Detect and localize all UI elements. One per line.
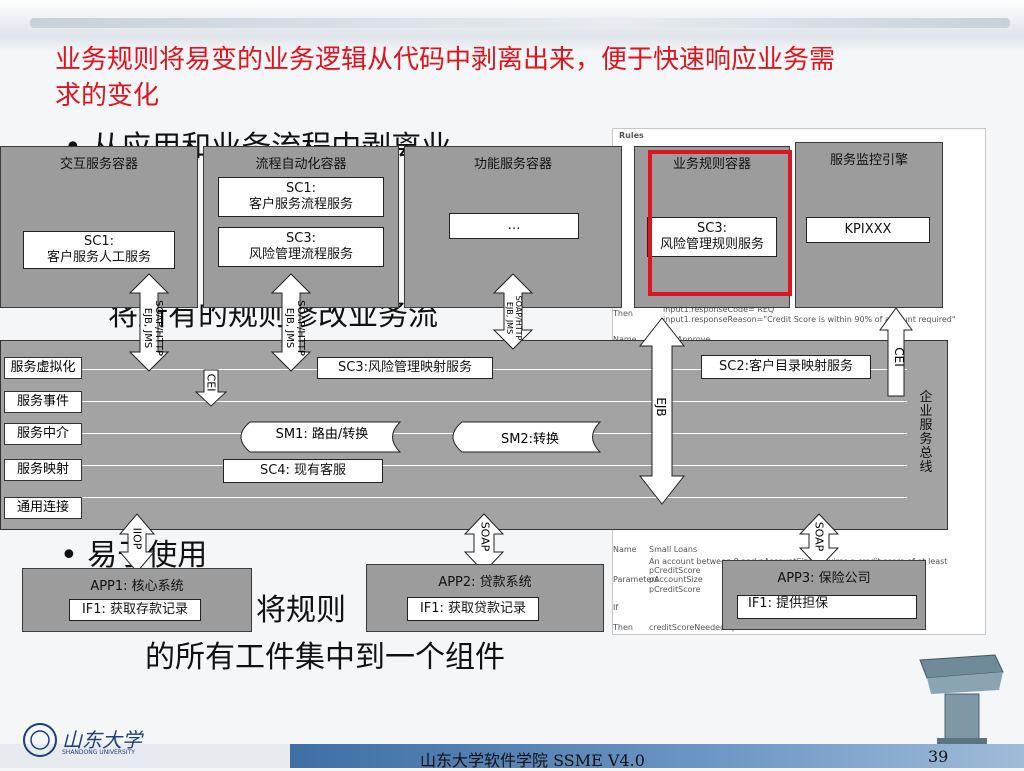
rules-header: Rules xyxy=(619,131,644,140)
rules-if-label: If xyxy=(613,603,619,612)
app2-box: APP2: 贷款系统 IF1: 获取贷款记录 xyxy=(366,564,604,632)
rules-line-2: input1.responseReason="Credit Score is w… xyxy=(663,315,956,324)
soap-app3-label: SOAP xyxy=(812,521,826,552)
rules-line-1: input1.responseCode= REQ xyxy=(663,305,775,314)
soap-app2-arrow xyxy=(463,513,505,573)
sc4-existing-service: SC4: 现有客服 xyxy=(223,459,383,483)
layer-connectivity: 通用连接 xyxy=(4,497,82,519)
bus-line-1 xyxy=(82,369,907,370)
page-number: 39 xyxy=(928,747,949,766)
bg-bullet-3: • 易于使用 xyxy=(60,538,207,573)
bg-bullet-4: 将规则 xyxy=(256,593,346,628)
monitor-title: 服务监控引擎 xyxy=(829,153,908,168)
logo-cn: 山东大学 xyxy=(62,728,142,752)
layer-virtualization: 服务虚拟化 xyxy=(4,357,82,379)
soap-arrow-1 xyxy=(128,273,170,372)
sc1-manual-service: SC1: 客户服务人工服务 xyxy=(23,231,175,269)
slide-title: 业务规则将易变的业务逻辑从代码中剥离出来，便于快速响应业务需求的变化 xyxy=(55,45,836,111)
app2-title: APP2: 贷款系统 xyxy=(438,575,532,590)
app1-interface: IF1: 获取存款记录 xyxy=(69,599,201,621)
function-title: 功能服务容器 xyxy=(473,157,552,172)
sc3-mapping-service: SC3:风险管理映射服务 xyxy=(317,357,493,379)
app3-interface: IF1: 提供担保 xyxy=(737,595,917,619)
function-container: 功能服务容器 … xyxy=(404,146,622,308)
app3-title: APP3: 保险公司 xyxy=(777,571,871,586)
sm1-capsule xyxy=(240,421,402,453)
rules-param-1: pAccountSize xyxy=(649,575,703,584)
rules-container: 业务规则容器 SC3: 风险管理规则服务 xyxy=(634,146,790,308)
footer-bar xyxy=(0,744,1024,768)
enterprise-service-bus: 服务虚拟化 服务事件 服务中介 服务映射 通用连接 SC3:风险管理映射服务 S… xyxy=(0,340,948,530)
app1-box: APP1: 核心系统 IF1: 获取存款记录 xyxy=(22,568,252,632)
soap-label-3: SOAP/HTTP EJB, JMS xyxy=(505,295,523,341)
rules-then2: creditScoreNeeded=pCreditScore xyxy=(649,623,784,632)
iiop-label: IIOP xyxy=(130,527,144,550)
university-logo: 山东大学 SHANDONG UNIVERSITY xyxy=(22,722,152,762)
top-decoration xyxy=(30,18,1010,28)
soap-arrow-3 xyxy=(492,273,534,350)
app2-interface: IF1: 获取贷款记录 xyxy=(407,597,539,621)
sm2-capsule xyxy=(452,421,602,453)
esb-label: 企业服务总线 xyxy=(919,390,933,475)
layer-mediation: 服务中介 xyxy=(4,423,82,445)
sc1-process-service: SC1: 客户服务流程服务 xyxy=(218,177,384,217)
sm2-label: SM2:转换 xyxy=(500,432,560,447)
cei-label-1: CEI xyxy=(204,373,218,392)
soap-arrow-2 xyxy=(270,273,312,372)
rules-name-value: Approve xyxy=(677,335,710,344)
monitor-container: 服务监控引擎 KPIXXX xyxy=(795,142,943,308)
layer-events: 服务事件 xyxy=(4,391,82,413)
layer-mapping: 服务映射 xyxy=(4,459,82,481)
podium-icon xyxy=(919,654,1004,746)
sc3-process-service: SC3: 风险管理流程服务 xyxy=(218,227,384,267)
function-item: … xyxy=(449,213,579,239)
app3-box: APP3: 保险公司 IF1: 提供担保 xyxy=(722,560,926,630)
rules-then2-label: Then xyxy=(613,623,633,632)
rules-param-2: pCreditScore xyxy=(649,585,701,594)
interaction-container: 交互服务容器 SC1: 客户服务人工服务 xyxy=(0,146,198,308)
cei-arrow-1 xyxy=(194,369,228,407)
iiop-arrow xyxy=(118,513,156,573)
logo-en: SHANDONG UNIVERSITY xyxy=(62,749,135,756)
sc2-mapping-service: SC2:客户目录映射服务 xyxy=(701,355,871,379)
process-title: 流程自动化容器 xyxy=(255,157,347,172)
soap-label-1: SOAP/HTTP EJB, JMS xyxy=(142,300,164,356)
bus-line-2 xyxy=(82,401,907,402)
soap-app3-arrow xyxy=(798,513,840,569)
cei-label-2: CEI xyxy=(892,347,906,367)
rules-then-label: Then xyxy=(613,309,633,318)
rules-highlight-frame xyxy=(648,150,792,296)
sm1-label: SM1: 路由/转换 xyxy=(275,427,369,442)
ejb-arrow xyxy=(638,317,686,505)
rules-title: 业务规则容器 xyxy=(672,157,751,172)
ejb-label: EJB xyxy=(654,397,668,417)
kpi-item: KPIXXX xyxy=(806,217,930,243)
footer-text: 山东大学软件学院 SSME V4.0 xyxy=(420,751,645,770)
soap-label-2: SOAP/HTTP EJB, JMS xyxy=(284,300,306,356)
bus-line-5 xyxy=(82,497,907,498)
bus-line-4 xyxy=(82,465,907,466)
rules-loans-label: Name xyxy=(613,545,637,554)
bg-line-last: 的所有工件集中到一个组件 xyxy=(145,640,505,675)
process-container: 流程自动化容器 SC1: 客户服务流程服务 SC3: 风险管理流程服务 xyxy=(203,146,399,308)
soap-app2-label: SOAP xyxy=(478,521,492,552)
rules-params-label: Parameters xyxy=(613,575,659,584)
rules-name-label: Name xyxy=(613,335,637,344)
rules-loans-name: Small Loans xyxy=(649,545,698,554)
university-seal-icon xyxy=(23,723,57,757)
sc3-rules-service: SC3: 风险管理规则服务 xyxy=(647,217,777,257)
app1-title: APP1: 核心系统 xyxy=(90,579,184,594)
interaction-title: 交互服务容器 xyxy=(59,157,138,172)
cei-arrow-2 xyxy=(879,307,913,397)
